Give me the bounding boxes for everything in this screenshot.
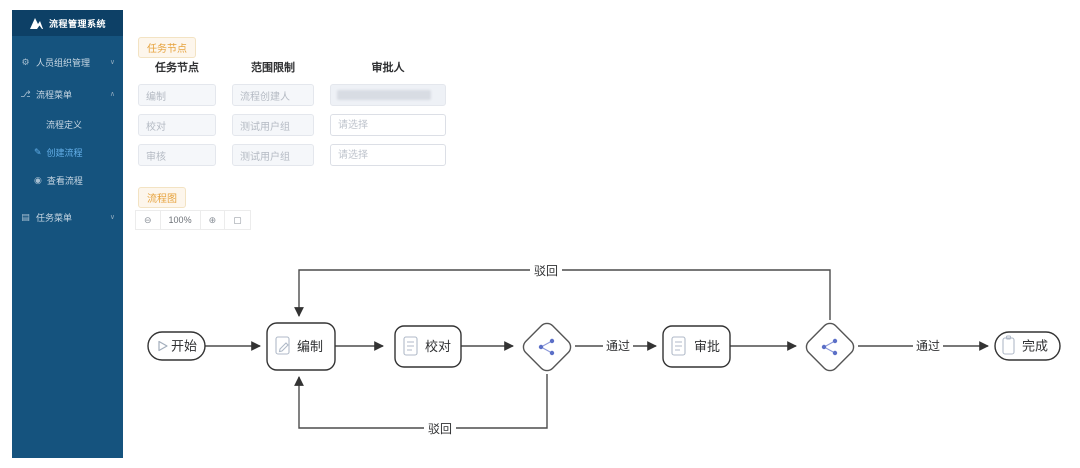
column-header-approver: 审批人: [371, 62, 405, 74]
label-backing: [424, 421, 456, 436]
edge-label-reject-top: 驳回: [534, 264, 558, 278]
task-node-input-row3: [138, 144, 216, 166]
label-backing: [603, 338, 633, 354]
zoom-out-button[interactable]: ⊖: [136, 211, 161, 229]
zoom-fit-button[interactable]: ▢: [233, 215, 242, 225]
sidebar-item-label: 流程定义: [46, 119, 83, 130]
chevron-up-icon: ∧: [109, 91, 115, 98]
zoom-in-button[interactable]: ⊕: [201, 211, 226, 229]
task-node-badge: 任务节点: [138, 37, 196, 58]
node-label-start: 开始: [171, 339, 197, 354]
scope-input-row2: [232, 114, 314, 136]
flow-diagram-badge: 流程图: [138, 187, 186, 208]
zoom-level-display: 100%: [161, 211, 201, 229]
branch-icon: [821, 338, 838, 356]
sidebar: 流程管理系统 ⚙ 人员组织管理 ∨ ⎇ 流程菜单 ∧ 流程定义 ✎ 创建流程 ◉…: [12, 10, 123, 458]
edit-document-icon: [275, 336, 290, 355]
flow-node-approve[interactable]: 审批: [662, 325, 731, 368]
node-label-approve: 审批: [694, 339, 720, 354]
sidebar-item-label: 创建流程: [46, 147, 83, 158]
play-icon: [158, 340, 168, 352]
flowchart-canvas[interactable]: 通过 通过 驳回 驳回 开始 编制: [123, 232, 1080, 468]
main-content: 任务节点 任务节点 范围限制 审批人 流程图 ⊖ 100% ⊕ ▢: [123, 10, 1080, 468]
column-header-task-node: 任务节点: [155, 62, 199, 74]
edge-label-pass-1: 通过: [606, 339, 630, 353]
task-node-input-row2: [138, 114, 216, 136]
sidebar-header: 流程管理系统: [12, 10, 123, 36]
sidebar-item-task-menu[interactable]: ▤ 任务菜单 ∨: [12, 200, 123, 234]
flow-gateway-2[interactable]: [803, 320, 857, 374]
flow-node-proofread[interactable]: 校对: [394, 325, 462, 368]
column-header-scope-limit: 范围限制: [251, 62, 295, 74]
sidebar-item-label: 任务菜单: [36, 212, 73, 223]
diagram-zoom-toolbar: ⊖ 100% ⊕ ▢: [135, 210, 251, 230]
document-icon: [403, 336, 418, 356]
sidebar-item-view-process[interactable]: ◉ 查看流程: [12, 166, 123, 194]
edge-reject-top: [294, 269, 831, 320]
label-backing: [530, 263, 562, 278]
approver-select-row3[interactable]: [330, 144, 446, 166]
edge-reject-bottom: [294, 374, 548, 429]
sidebar-item-process-menu[interactable]: ⎇ 流程菜单 ∧: [12, 78, 123, 110]
workflow-icon: ⎇: [20, 88, 31, 99]
approver-select-row1: [330, 84, 446, 106]
label-backing: [913, 338, 943, 354]
eye-icon: ◉: [34, 174, 42, 185]
sidebar-item-process-define[interactable]: 流程定义: [12, 110, 123, 138]
sidebar-item-org-management[interactable]: ⚙ 人员组织管理 ∨: [12, 46, 123, 78]
flow-gateway-1[interactable]: [520, 320, 574, 374]
edge-label-reject-bottom: 驳回: [428, 422, 452, 436]
redacted-value: [337, 90, 431, 100]
tasks-icon: ▤: [21, 211, 30, 222]
app-title: 流程管理系统: [48, 18, 106, 29]
sidebar-item-create-process[interactable]: ✎ 创建流程: [12, 138, 123, 166]
chevron-down-icon: ∨: [109, 214, 115, 221]
task-node-input-row1: [138, 84, 216, 106]
node-label-compile: 编制: [297, 339, 323, 354]
task-node-table: 任务节点 范围限制 审批人: [138, 60, 446, 166]
edit-icon: ✎: [34, 146, 42, 157]
sidebar-menu: ⚙ 人员组织管理 ∨ ⎇ 流程菜单 ∧ 流程定义 ✎ 创建流程 ◉ 查看流程 ▤…: [12, 36, 123, 234]
document-icon: [671, 336, 686, 356]
app-logo-icon: [29, 17, 43, 29]
node-label-proofread: 校对: [425, 339, 451, 354]
chevron-down-icon: ∨: [109, 59, 115, 66]
branch-icon: [538, 338, 555, 356]
node-label-finish: 完成: [1022, 339, 1048, 354]
flow-node-compile[interactable]: 编制: [266, 322, 336, 371]
scope-input-row1: [232, 84, 314, 106]
approver-select-row2[interactable]: [330, 114, 446, 136]
flow-node-finish[interactable]: 完成: [994, 331, 1061, 361]
flow-node-start[interactable]: 开始: [147, 331, 206, 361]
sidebar-item-label: 人员组织管理: [36, 57, 91, 68]
edge-labels: 通过 通过 驳回 驳回: [424, 263, 943, 436]
sidebar-item-label: 流程菜单: [36, 89, 73, 100]
gear-icon: ⚙: [21, 56, 30, 67]
scope-input-row3: [232, 144, 314, 166]
edge-label-pass-2: 通过: [916, 339, 940, 353]
sidebar-item-label: 查看流程: [46, 175, 83, 186]
clipboard-icon: [1002, 335, 1015, 355]
